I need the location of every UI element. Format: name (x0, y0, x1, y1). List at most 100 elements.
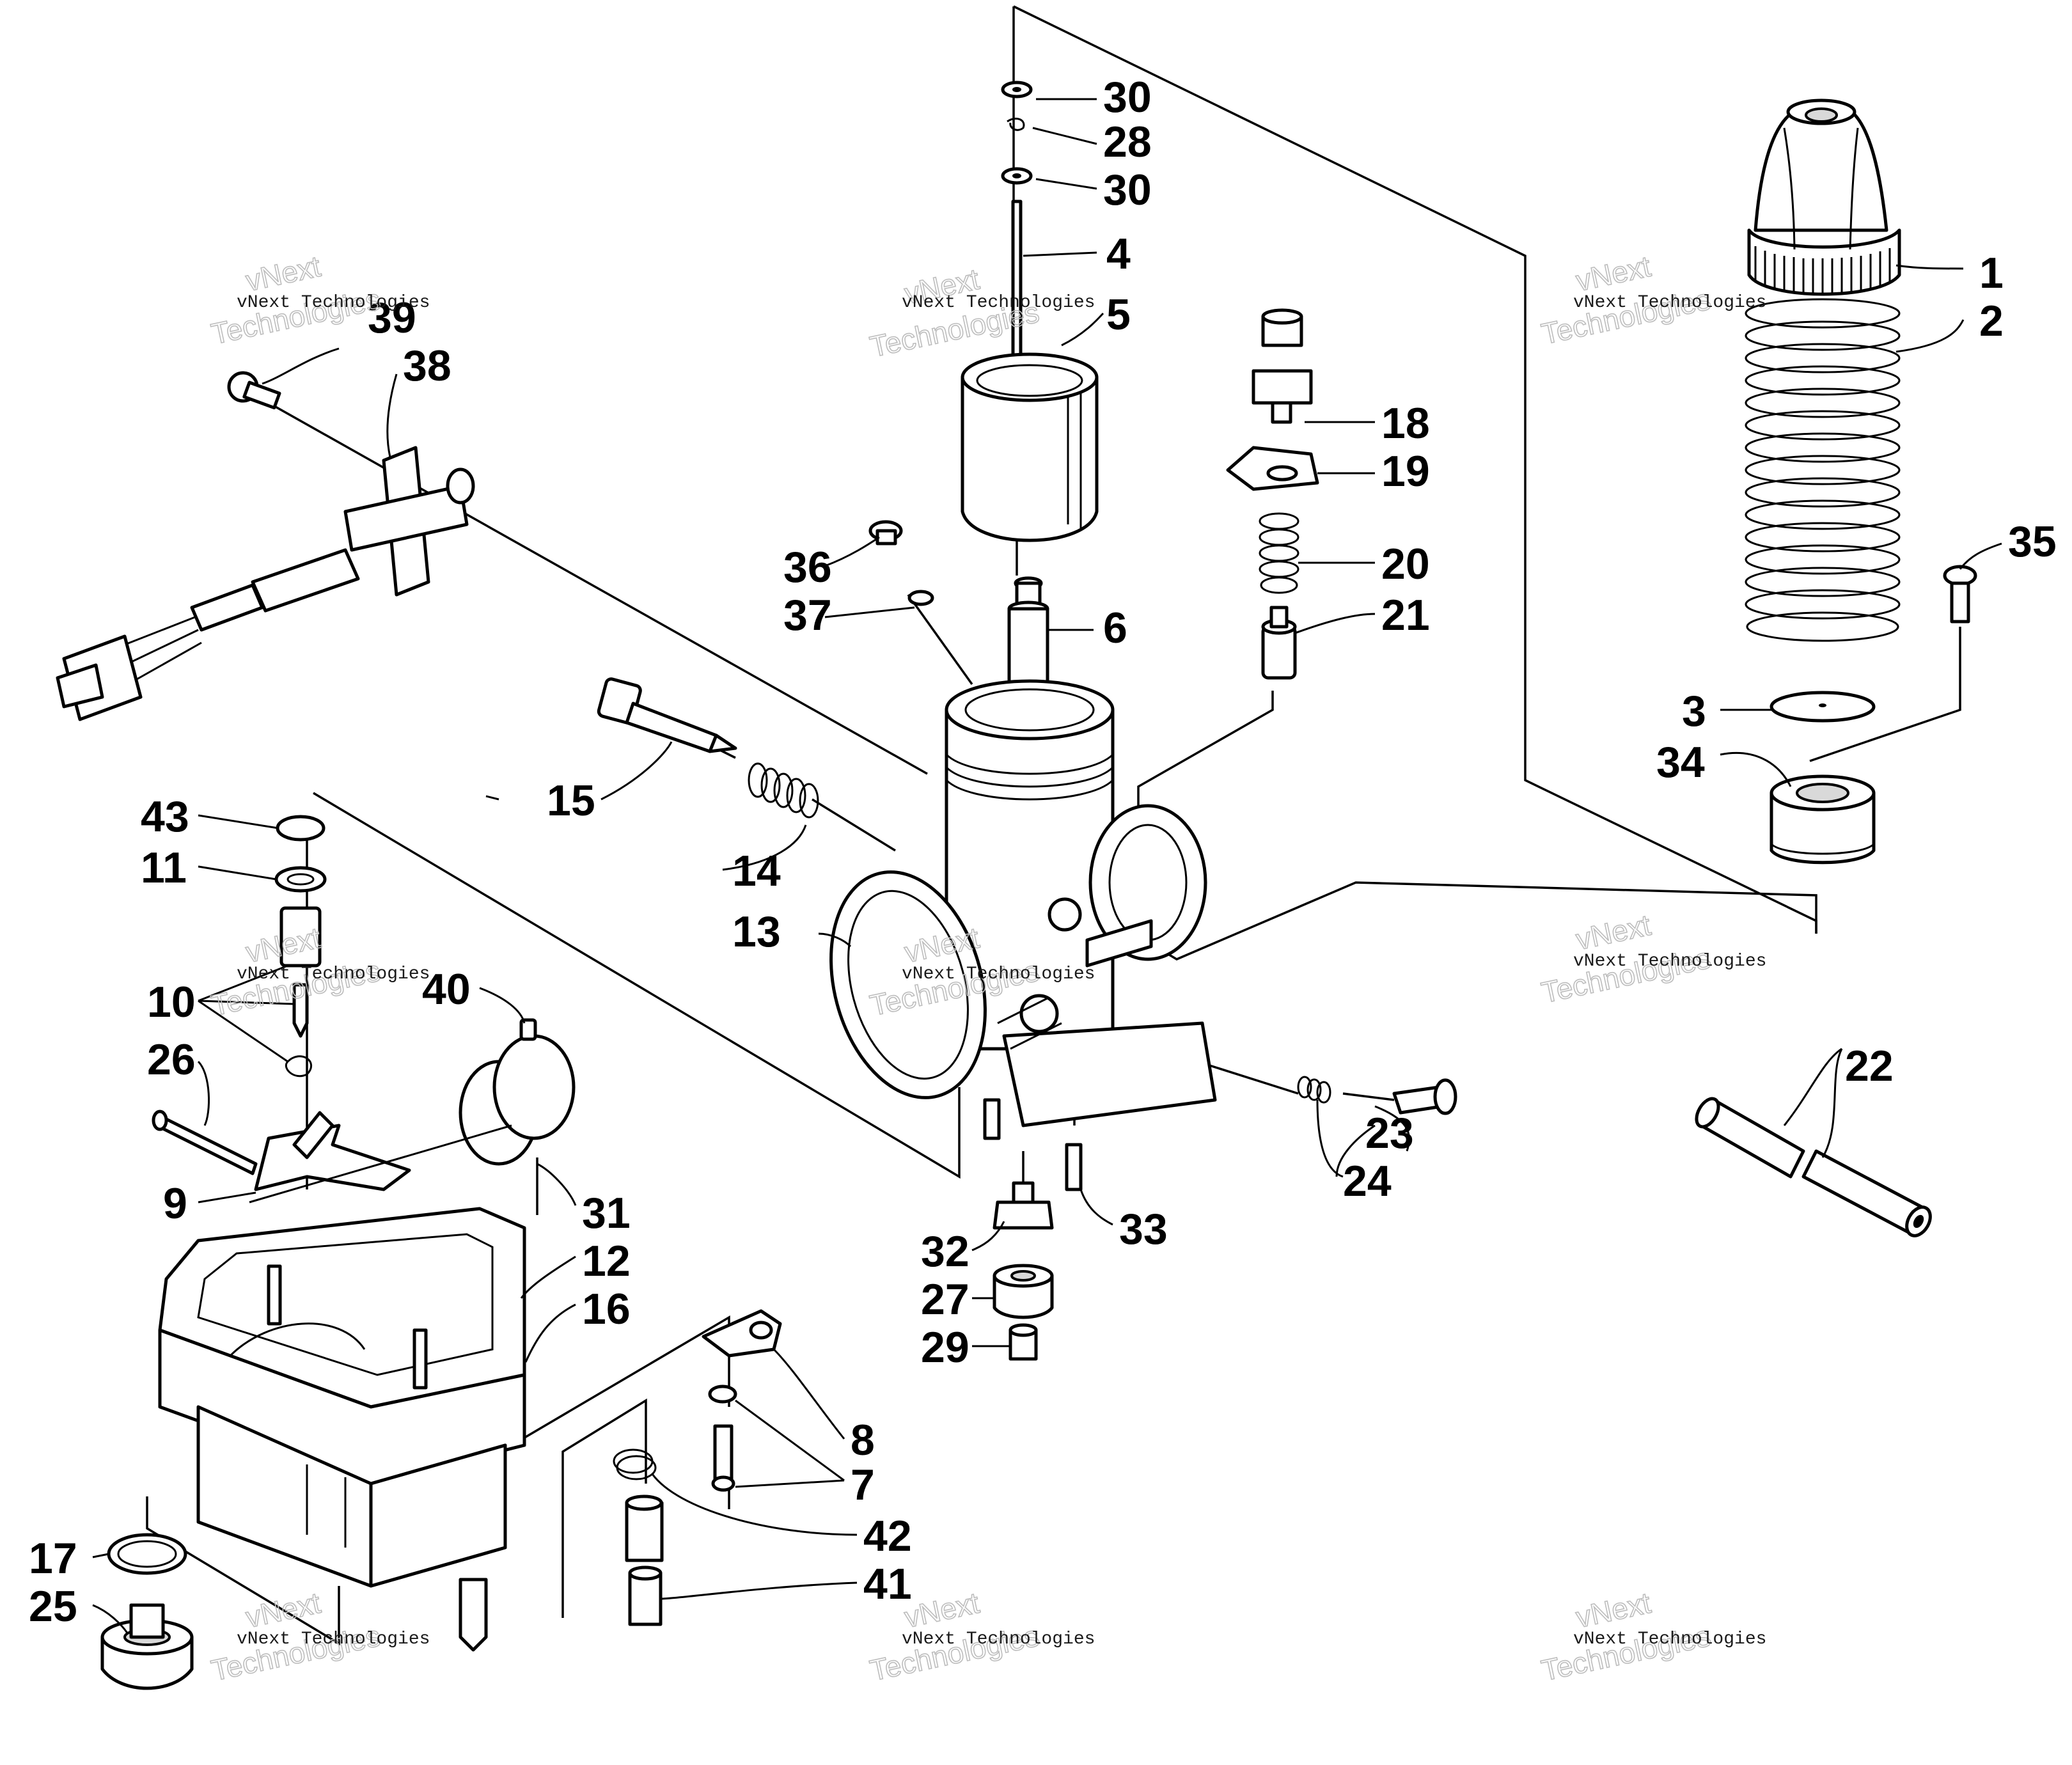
watermark-caption-3: vNext Technologies (1573, 293, 1766, 313)
callout-10: 10 (147, 978, 196, 1026)
screw-part-7 (708, 1385, 737, 1492)
watermark-brand-9: vNext (1573, 1586, 1654, 1634)
float-part-31 (459, 1034, 576, 1166)
callout-24: 24 (1343, 1157, 1392, 1205)
plunger-part-21 (1261, 606, 1297, 680)
tube-part-41 (625, 1494, 664, 1626)
callout-21: 21 (1381, 591, 1430, 639)
callout-28: 28 (1103, 118, 1152, 166)
callout-30b: 30 (1103, 166, 1152, 214)
callout-6: 6 (1103, 604, 1127, 652)
spring-part-2 (1745, 298, 1901, 642)
watermark-caption-1: vNext Technologies (237, 293, 430, 313)
pin-part-26 (152, 1110, 258, 1175)
callout-16: 16 (582, 1285, 631, 1333)
callout-42: 42 (863, 1512, 912, 1560)
callout-14: 14 (732, 847, 781, 895)
leader-lines (92, 98, 2002, 1635)
watermark-caption-9: vNext Technologies (1573, 1629, 1766, 1649)
callout-43: 43 (141, 792, 189, 841)
callout-9: 9 (163, 1179, 187, 1228)
watermark-caption-5: vNext Technologies (902, 964, 1095, 984)
callout-1: 1 (1979, 249, 2004, 297)
watermark-caption-4: vNext Technologies (237, 964, 430, 984)
watermark-brand-3: vNext (1573, 249, 1654, 297)
screw-part-39 (227, 371, 281, 410)
callout-27: 27 (921, 1275, 969, 1324)
oring-part-11 (274, 866, 327, 893)
needle-valve-part-10 (279, 906, 322, 1078)
screw-part-36 (868, 520, 903, 545)
callout-39: 39 (368, 294, 416, 342)
screw-part-35 (1943, 565, 1977, 624)
nut-part-32 (993, 1181, 1054, 1230)
callout-19: 19 (1381, 447, 1430, 496)
tube-part-22 (1695, 1097, 1932, 1237)
cap-part-1 (1747, 98, 1901, 296)
oring-part-17 (107, 1533, 187, 1575)
callout-15: 15 (547, 776, 595, 825)
callout-30a: 30 (1103, 73, 1152, 122)
callout-17: 17 (29, 1534, 77, 1583)
callout-2: 2 (1979, 297, 2004, 345)
ring-part-27 (993, 1264, 1054, 1319)
washer-part-43 (276, 815, 326, 842)
callout-5: 5 (1106, 290, 1131, 339)
slide-part-5 (961, 352, 1099, 542)
watermark-caption-7: vNext Technologies (237, 1629, 430, 1649)
callout-4: 4 (1106, 230, 1131, 278)
callout-13: 13 (732, 907, 781, 956)
callout-25: 25 (29, 1582, 77, 1631)
watermark-brand-6: vNext (1573, 908, 1654, 956)
callout-33: 33 (1119, 1205, 1168, 1253)
callout-38: 38 (403, 341, 451, 390)
callout-20: 20 (1381, 540, 1430, 588)
watermark-brand-1: vNext (243, 249, 324, 297)
callout-32: 32 (921, 1227, 969, 1276)
callout-26: 26 (147, 1035, 196, 1084)
pin-part-40 (519, 1018, 537, 1041)
screw-part-15 (597, 677, 737, 753)
clip-part-42 (613, 1448, 657, 1480)
screw-part-23 (1392, 1078, 1457, 1115)
callout-22: 22 (1845, 1042, 1894, 1090)
fitting-part-18 (1252, 308, 1313, 424)
spring-part-24 (1297, 1076, 1331, 1104)
callout-36: 36 (783, 543, 832, 592)
holder-part-34 (1770, 774, 1876, 865)
plate-part-19 (1226, 446, 1319, 491)
callout-3: 3 (1682, 687, 1706, 735)
callout-35: 35 (2008, 517, 2057, 566)
callout-41: 41 (863, 1560, 912, 1608)
callout-23: 23 (1365, 1109, 1414, 1157)
callout-7: 7 (851, 1461, 875, 1509)
jet-part-33 (1065, 1143, 1083, 1191)
carburetor-body-part-13 (829, 679, 1217, 1140)
sensor-part-38 (56, 446, 475, 721)
watermark-caption-8: vNext Technologies (902, 1629, 1095, 1649)
watermark-brand-8: vNext (902, 1586, 982, 1634)
bracket-part-8 (702, 1309, 782, 1358)
callout-40: 40 (422, 965, 471, 1014)
callout-18: 18 (1381, 399, 1430, 448)
callout-34: 34 (1656, 738, 1705, 787)
drain-plug-part-25 (100, 1603, 194, 1690)
spring-part-14 (748, 762, 819, 819)
callout-8: 8 (851, 1416, 875, 1464)
watermark-caption-2: vNext Technologies (902, 293, 1095, 313)
watermark-caption-6: vNext Technologies (1573, 952, 1766, 971)
callout-29: 29 (921, 1323, 969, 1372)
callout-12: 12 (582, 1237, 631, 1285)
callouts: 1 2 3 34 35 30 28 30 4 5 6 36 37 18 19 2… (29, 73, 2057, 1631)
callout-11: 11 (141, 843, 187, 892)
washer-part-3 (1770, 691, 1876, 723)
callout-37: 37 (783, 591, 832, 639)
float-arm-part-9 (254, 1111, 411, 1191)
spring-part-20 (1259, 512, 1299, 594)
washers-30-28-30 (1001, 81, 1033, 185)
jet-part-29 (1009, 1323, 1038, 1361)
washer-part-37 (907, 590, 934, 606)
callout-31: 31 (582, 1189, 631, 1237)
bowl-part-16 (158, 1264, 526, 1652)
